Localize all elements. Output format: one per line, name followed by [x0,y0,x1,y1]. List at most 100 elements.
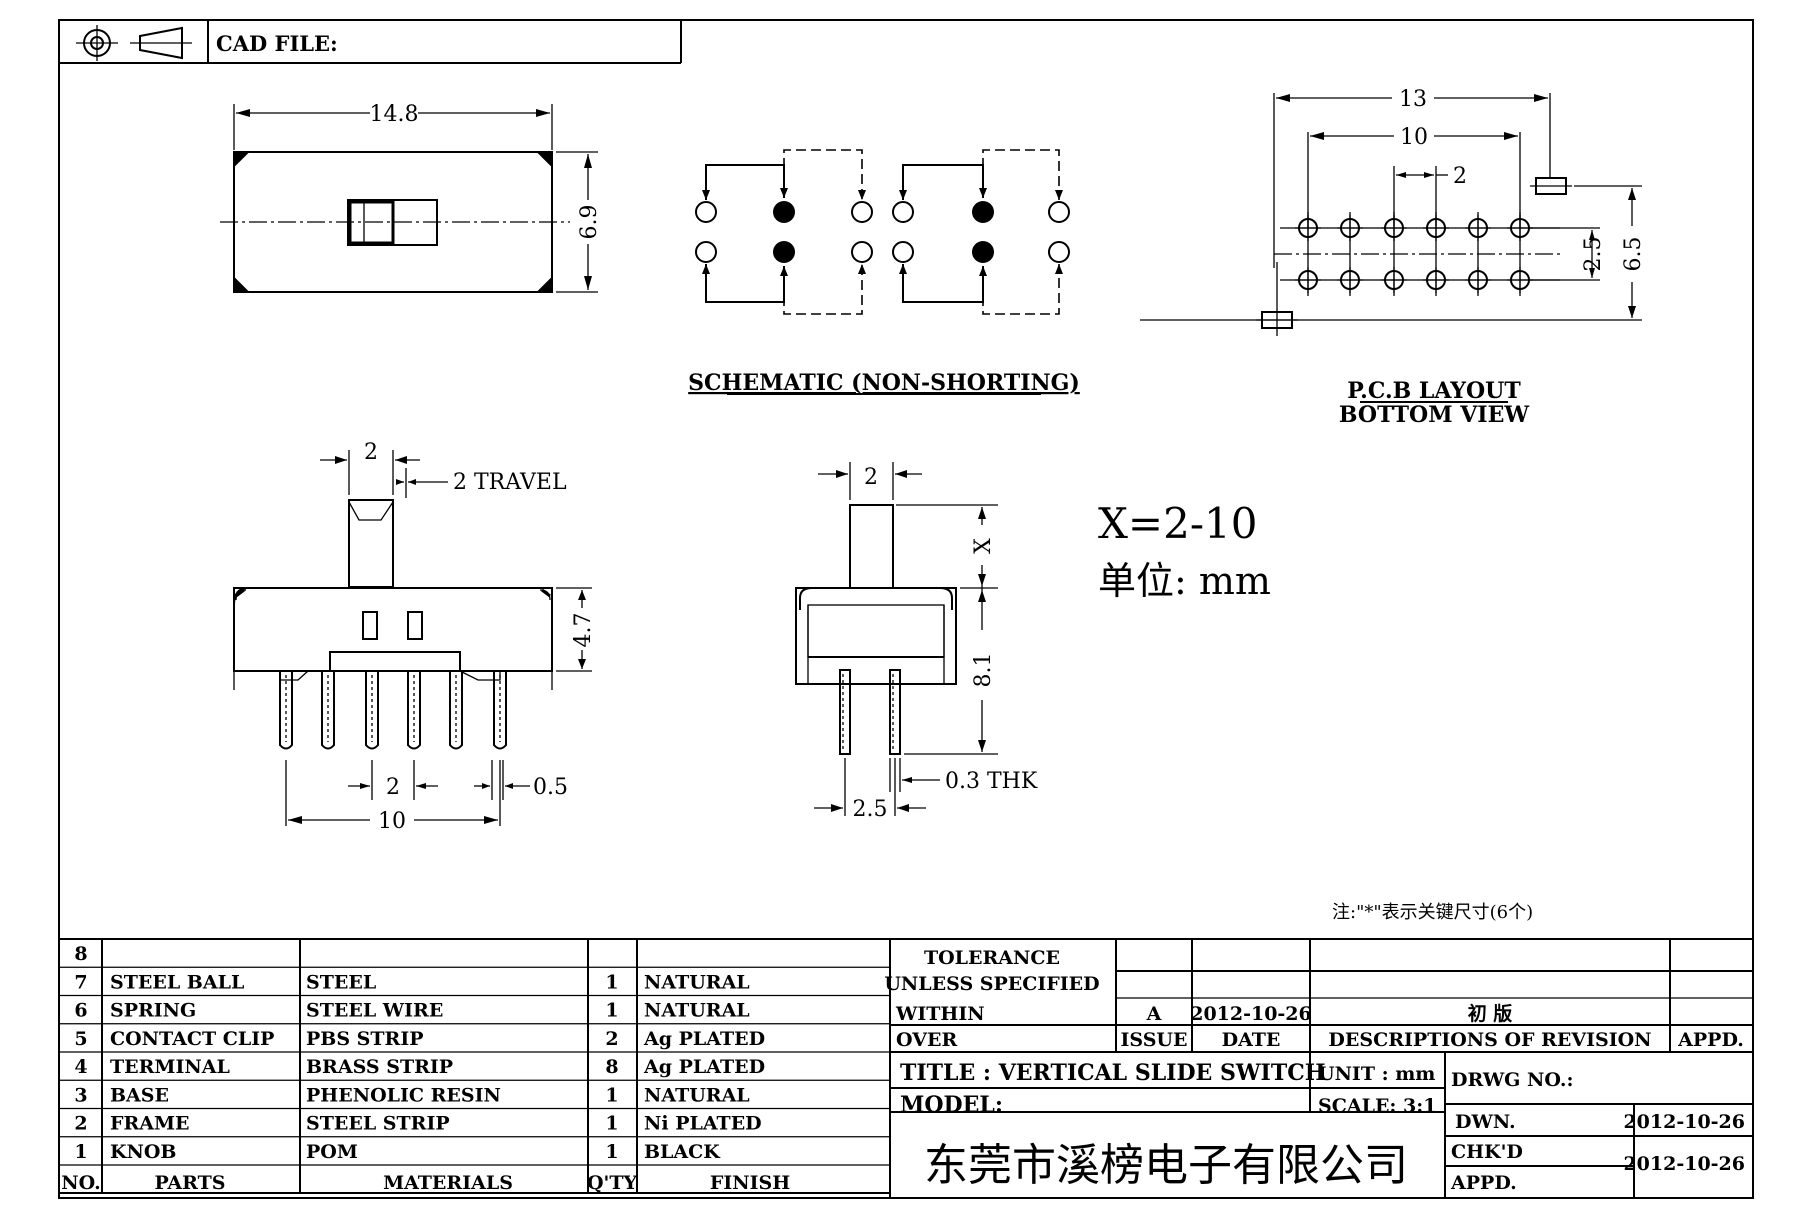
bom-cell-qty: 1 [605,971,618,993]
dim-side-height: 4.7 [571,613,596,648]
terminal-pin [321,671,335,750]
over-label: OVER [896,1029,957,1051]
dim-top-width: 14.8 [370,102,419,127]
pcb-hole [1465,215,1491,241]
checked-date: 2012-10-26 [1623,1153,1745,1175]
bom-cell-finish: Ag PLATED [643,1028,765,1050]
schematic-diagram: SCHEMATIC (NON-SHORTING) [688,149,1080,396]
dim-pcb-2-5: 2.5 [1581,237,1606,272]
pcb-hole [1337,267,1363,293]
pcb-hole [1423,267,1449,293]
approved-label: APPD. [1450,1172,1517,1194]
unit-note: 单位: mm [1098,559,1271,603]
pcb-hole [1337,215,1363,241]
top-view: 14.8 6.9 [220,102,602,293]
unless-specified-label: UNLESS SPECIFIED [884,973,1099,995]
bom-cell-part: BASE [110,1084,169,1106]
dim-pcb-6-5: 6.5 [1621,237,1646,272]
header-cell: CAD FILE: [59,20,682,64]
bom-cell-part: STEEL BALL [110,971,244,993]
bom-cell-material: STEEL STRIP [306,1113,450,1135]
bom-header-materials: MATERIALS [383,1172,513,1194]
bom-cell-finish: NATURAL [644,1000,750,1022]
pcb-hole [1381,267,1407,293]
pcb-dimensions: 13 10 2 2.5 6.5 P.C.B LAYOUT BOTTOM VIEW [1140,87,1646,428]
bom-row: 8 [74,943,87,965]
pcb-caption-line1: P.C.B LAYOUT [1347,378,1521,404]
within-label: WITHIN [895,1003,985,1025]
bom-cell-material: POM [306,1141,358,1163]
key-dimension-note: 注:"*"表示关键尺寸(6个) [1332,902,1533,923]
sheet-border [58,19,1754,1199]
company-name: 东莞市溪榜电子有限公司 [924,1140,1408,1191]
bom-cell-no: 8 [74,943,87,965]
description-header: DESCRIPTIONS OF REVISION [1328,1029,1651,1051]
pcb-caption-line2: BOTTOM VIEW [1339,402,1529,428]
dim-top-height: 6.9 [577,205,602,240]
bom-header-finish: FINISH [710,1172,790,1194]
bom-cell-qty: 1 [605,1084,618,1106]
terminal-pin [279,671,293,750]
bom-cell-finish: NATURAL [644,971,750,993]
dim-side-span: 10 [378,809,406,834]
bom-header-qty: Q'TY [587,1172,638,1194]
bom-row: 7 STEEL BALL STEEL 1 NATURAL [74,971,749,993]
dim-end-thk: 0.3 THK [945,769,1038,794]
terminal-pin [407,671,421,750]
dim-pcb-2: 2 [1453,164,1467,189]
unit-label: UNIT : mm [1318,1063,1435,1085]
cad-file-label: CAD FILE: [216,31,338,56]
dim-end-height: 8.1 [971,653,996,688]
dim-end-pitch: 2.5 [853,797,888,822]
bom-cell-no: 6 [74,1000,87,1022]
side-view: 2 2 TRAVEL 4.7 2 0.5 10 [233,440,596,834]
bom-cell-material: PBS STRIP [306,1028,424,1050]
dim-side-thickness: 0.5 [533,775,568,800]
dim-end-x: X [971,538,996,554]
bom-cell-qty: 1 [605,1113,618,1135]
revision-description: 初 版 [1468,1002,1513,1025]
pcb-hole [1295,267,1321,293]
tolerance-label: TOLERANCE [924,947,1060,969]
drawing-title: TITLE : VERTICAL SLIDE SWITCH [900,1060,1326,1086]
bom-row: 2 FRAME STEEL STRIP 1 Ni PLATED [74,1113,761,1135]
terminal-pin [449,671,463,750]
dim-pcb-13: 13 [1399,87,1427,112]
bom-cell-material: STEEL WIRE [306,1000,443,1022]
date-header: DATE [1222,1029,1281,1051]
x-range-note: X=2-10 [1098,499,1257,548]
pcb-hole [1465,267,1491,293]
bom-cell-material: STEEL [306,971,376,993]
bom-cell-no: 3 [74,1084,87,1106]
terminal-pin [365,671,379,750]
bom-cell-part: TERMINAL [110,1056,230,1078]
bom-cell-part: FRAME [110,1113,190,1135]
dim-end-knob: 2 [864,465,878,490]
end-view: 2 X 8.1 0.3 THK 2.5 [795,462,1038,822]
revision-issue: A [1146,1003,1162,1025]
scale-label: SCALE: 3:1 [1318,1095,1437,1117]
bom-header-parts: PARTS [155,1172,226,1194]
bom-cell-no: 2 [74,1113,87,1135]
projection-symbol-icon [76,25,192,61]
terminal-pin [493,671,507,750]
dim-pcb-10: 10 [1400,125,1428,150]
bom-header-no: NO. [61,1172,100,1194]
bom-cell-finish: Ni PLATED [644,1113,762,1135]
bom-cell-qty: 1 [605,1141,618,1163]
bom-cell-material: BRASS STRIP [306,1056,453,1078]
bom-cell-no: 7 [74,971,87,993]
checked-label: CHK'D [1451,1141,1523,1163]
bom-cell-no: 1 [74,1141,87,1163]
bom-cell-finish: NATURAL [644,1084,750,1106]
bom-cell-part: CONTACT CLIP [110,1028,274,1050]
bom-cell-no: 4 [74,1056,87,1078]
approved-header: APPD. [1677,1029,1744,1051]
bom-cell-qty: 1 [605,1000,618,1022]
drawn-label: DWN. [1455,1111,1516,1133]
